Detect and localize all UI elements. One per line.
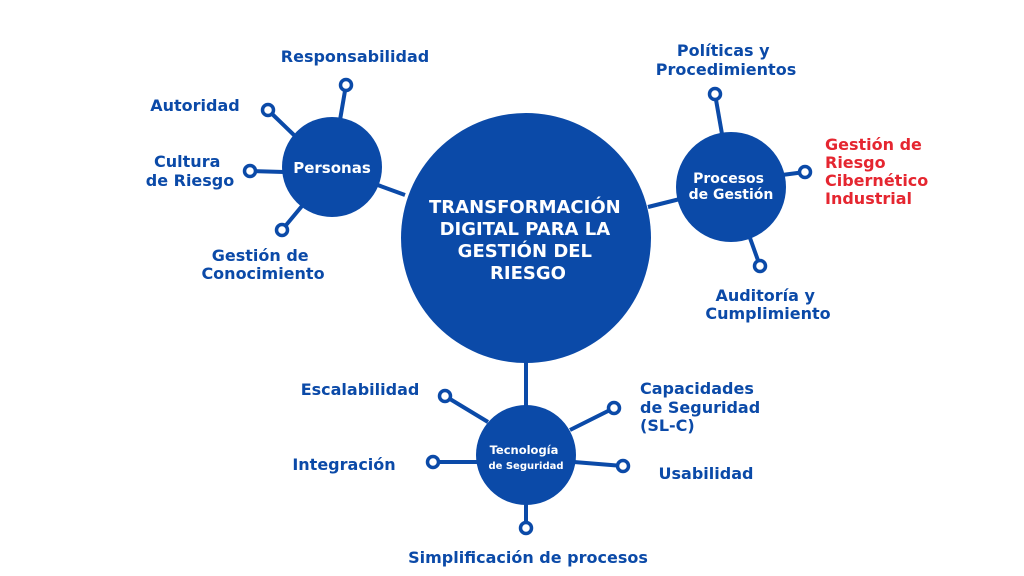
procesos-hub: Procesos de Gestión	[676, 132, 786, 242]
personas-title: Personas	[293, 159, 371, 177]
label-politicas-procedimientos: Políticas y Procedimientos	[656, 41, 796, 79]
label-gestion-conocimiento: Gestión de Conocimiento	[201, 246, 324, 283]
center-title-line: DIGITAL PARA LA	[440, 219, 611, 240]
personas-hub: Personas	[282, 117, 382, 217]
procesos-title: Procesos	[693, 171, 764, 187]
label-autoridad: Autoridad	[150, 96, 240, 115]
svg-text:Tecnología de Seguridad: Tecnología de Seguridad	[488, 443, 563, 472]
center-title-line: TRANSFORMACIÓN	[429, 196, 621, 218]
svg-text:TRANSFORMACIÓN DIGITAL P: TRANSFORMACIÓN DIGITAL PARA LA GESTIÓN D…	[429, 196, 627, 284]
center-title-line: RIESGO	[490, 263, 566, 284]
tecnologia-title: Tecnología	[490, 443, 559, 457]
label-usabilidad: Usabilidad	[659, 464, 754, 483]
label-integracion: Integración	[292, 455, 395, 474]
center-hub: TRANSFORMACIÓN DIGITAL PARA LA GESTIÓN D…	[401, 113, 651, 363]
center-title-line: GESTIÓN DEL	[458, 240, 592, 262]
connectors	[249, 84, 806, 528]
label-responsabilidad: Responsabilidad	[281, 47, 429, 66]
connector-nodes	[242, 77, 813, 536]
label-escalabilidad: Escalabilidad	[301, 380, 420, 399]
procesos-title: de Gestión	[689, 187, 774, 203]
label-cultura-de-riesgo: Cultura de Riesgo	[146, 152, 235, 190]
svg-text:Procesos de Gestión: Procesos de Gestión	[689, 171, 774, 203]
label-auditoria-cumplimiento: Auditoría y Cumplimiento	[705, 286, 830, 323]
tecnologia-title: de Seguridad	[488, 461, 563, 472]
tecnologia-hub: Tecnología de Seguridad	[476, 405, 576, 505]
label-gestion-riesgo-cibernetico: Gestión de Riesgo Cibernético Industrial	[825, 135, 934, 208]
label-simplificacion-procesos: Simplificación de procesos	[408, 548, 648, 567]
label-capacidades-seguridad: Capacidades de Seguridad (SL-C)	[640, 379, 766, 435]
